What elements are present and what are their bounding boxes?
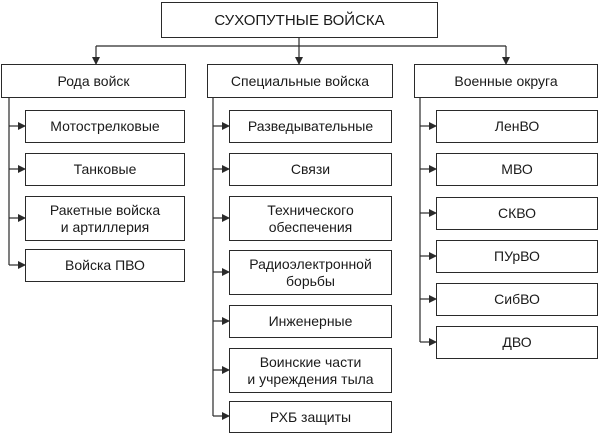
- military-district-item-label: СибВО: [494, 291, 540, 307]
- military-district-item: МВО: [436, 153, 598, 186]
- military-district-item: ЛенВО: [436, 110, 598, 143]
- special-forces-item-label: Радиоэлектронной борьбы: [249, 255, 372, 289]
- root-box: СУХОПУТНЫЕ ВОЙСКА: [161, 2, 438, 38]
- branch-item: Мотострелковые: [25, 110, 185, 143]
- military-district-item: ПУрВО: [436, 240, 598, 273]
- special-forces-item-label: Инженерные: [268, 313, 353, 329]
- branch-item-label: Мотострелковые: [50, 118, 160, 134]
- military-district-item: СибВО: [436, 283, 598, 316]
- military-district-item-label: СКВО: [497, 205, 537, 221]
- branch-item-label: Танковые: [73, 161, 137, 177]
- column-header-military-districts: Военные округа: [414, 64, 598, 98]
- column-header-label: Рода войск: [57, 72, 130, 89]
- special-forces-item-label: Связи: [290, 161, 331, 177]
- column-header-special-forces: Специальные войска: [207, 64, 393, 98]
- special-forces-item: Воинские части и учреждения тыла: [229, 348, 392, 393]
- branch-item: Ракетные войска и артиллерия: [25, 196, 185, 241]
- military-district-item-label: МВО: [501, 161, 533, 177]
- special-forces-item: РХБ защиты: [229, 401, 392, 433]
- military-district-item: СКВО: [436, 197, 598, 230]
- root-label: СУХОПУТНЫЕ ВОЙСКА: [214, 11, 385, 29]
- special-forces-item: Инженерные: [229, 305, 392, 338]
- branch-item: Войска ПВО: [25, 249, 185, 282]
- column-header-label: Специальные войска: [230, 72, 370, 89]
- military-district-item-label: ПУрВО: [494, 248, 540, 264]
- military-district-item-label: ДВО: [502, 334, 532, 350]
- special-forces-item: Разведывательные: [229, 110, 392, 143]
- special-forces-item: Радиоэлектронной борьбы: [229, 250, 392, 295]
- branch-item-label: Войска ПВО: [65, 257, 145, 273]
- special-forces-item-label: Воинские части и учреждения тыла: [247, 353, 374, 387]
- column-header-label: Военные округа: [454, 72, 558, 89]
- special-forces-item: Связи: [229, 153, 392, 186]
- special-forces-item-label: Разведывательные: [247, 118, 374, 134]
- military-district-item: ДВО: [436, 326, 598, 359]
- special-forces-item-label: РХБ защиты: [269, 408, 352, 425]
- special-forces-item: Технического обеспечения: [229, 196, 392, 241]
- column-header-branches: Рода войск: [1, 64, 186, 98]
- special-forces-item-label: Технического обеспечения: [267, 201, 354, 235]
- military-district-item-label: ЛенВО: [494, 118, 540, 134]
- branch-item: Танковые: [25, 153, 185, 186]
- branch-item-label: Ракетные войска и артиллерия: [49, 201, 161, 235]
